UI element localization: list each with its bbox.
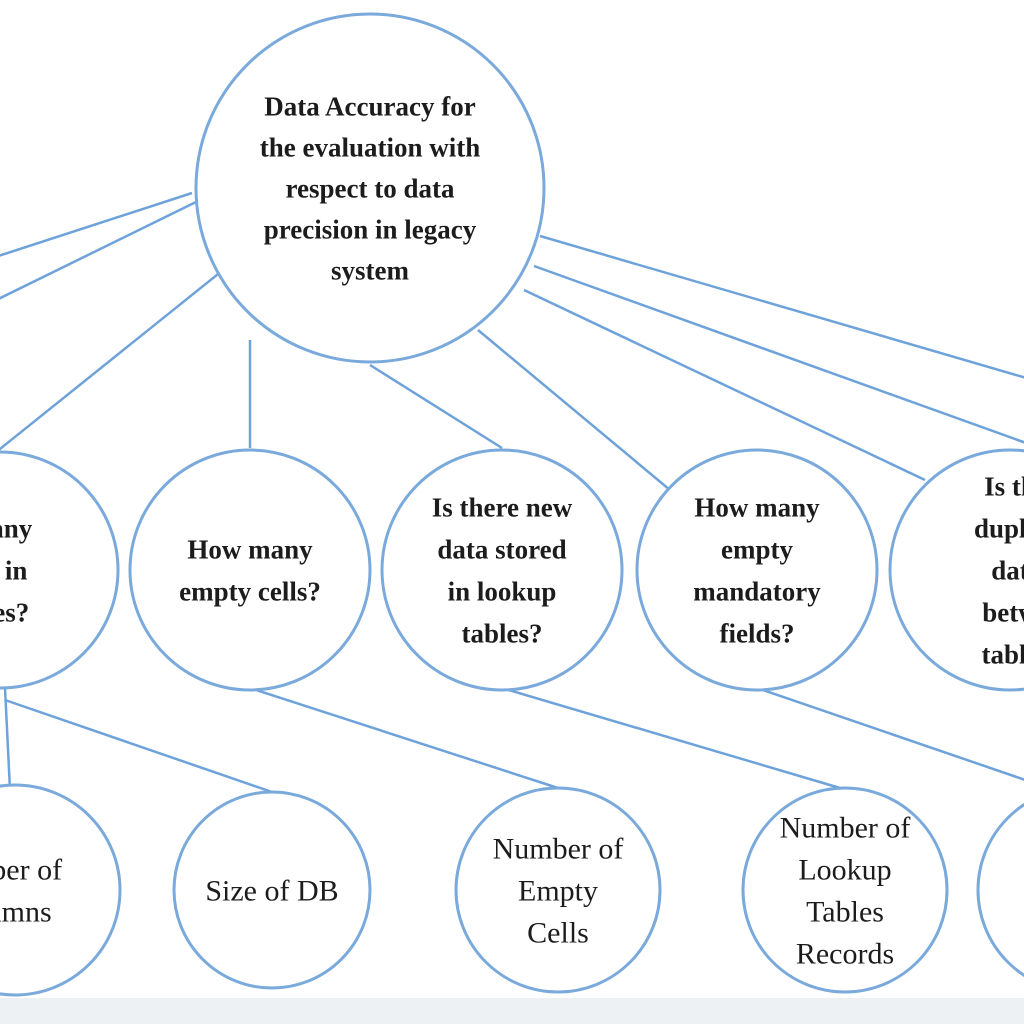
connector-line bbox=[0, 249, 249, 451]
metric-label-line: Empty bbox=[518, 875, 598, 908]
connector-line bbox=[523, 288, 926, 482]
question-label-line: ns in bbox=[0, 555, 27, 585]
metric-label-line: Records bbox=[796, 938, 894, 971]
connector-line bbox=[4, 698, 273, 794]
metric-node-m2: Size of DB bbox=[172, 790, 372, 990]
metric-node-m5: NM bbox=[976, 802, 1024, 978]
root-label-line: respect to data bbox=[286, 173, 455, 203]
question-label-line: How many bbox=[187, 534, 313, 564]
question-label-line: in lookup bbox=[448, 576, 557, 606]
question-circle bbox=[635, 448, 879, 692]
metric-node-m1: mber of lumns bbox=[0, 783, 122, 997]
question-label-line: bles? bbox=[0, 597, 29, 627]
connector-line bbox=[533, 264, 1024, 444]
question-label-line: Is th bbox=[984, 471, 1024, 501]
root-label-line: Data Accuracy for bbox=[264, 91, 475, 121]
question-node-q3: Is there new data stored in lookup tables? bbox=[380, 448, 624, 692]
metric-circle bbox=[976, 802, 1024, 978]
question-label-line: data stored bbox=[437, 534, 566, 564]
connector-line bbox=[249, 686, 559, 790]
root-label-line: precision in legacy bbox=[264, 214, 477, 244]
metric-label-line: Number of bbox=[493, 833, 624, 866]
question-label-line: empty bbox=[721, 534, 793, 564]
question-circle bbox=[888, 448, 1024, 692]
connector-line bbox=[756, 686, 1024, 781]
metric-circle bbox=[454, 786, 662, 994]
connector-line bbox=[501, 686, 841, 790]
question-label-line: empty cells? bbox=[179, 576, 321, 606]
question-circle bbox=[128, 448, 372, 692]
root-circle bbox=[194, 12, 546, 364]
metric-label-line: Number of bbox=[780, 812, 911, 845]
metric-circle bbox=[741, 786, 949, 994]
question-label-line: tables? bbox=[462, 618, 543, 648]
edges bbox=[0, 191, 1024, 794]
nodes: Data Accuracy for the evaluation with resp… bbox=[0, 12, 1024, 997]
question-node-q2: How many empty cells? bbox=[128, 448, 372, 692]
metric-label-line: lumns bbox=[0, 896, 52, 929]
root-label-line: the evaluation with bbox=[260, 132, 481, 162]
connector-line bbox=[539, 234, 1024, 379]
question-label-line: duplic bbox=[974, 513, 1024, 543]
connector-line bbox=[3, 687, 12, 791]
connector-line bbox=[477, 329, 671, 491]
question-circle bbox=[0, 450, 120, 690]
question-circle bbox=[380, 448, 624, 692]
question-node-q1: many ns in bles? bbox=[0, 450, 120, 690]
question-node-q5: Is th duplic dat betw table bbox=[888, 448, 1024, 692]
bottom-strip bbox=[0, 998, 1024, 1024]
question-node-q4: How many empty mandatory fields? bbox=[635, 448, 879, 692]
connector-line bbox=[0, 200, 197, 300]
metric-circle bbox=[0, 783, 122, 997]
question-label-line: many bbox=[0, 513, 33, 543]
question-label-line: betw bbox=[982, 597, 1024, 627]
question-label-line: table bbox=[982, 639, 1024, 669]
question-label-line: mandatory bbox=[693, 576, 821, 606]
connector-line bbox=[0, 191, 193, 257]
question-label-line: dat bbox=[991, 555, 1024, 585]
metric-circle bbox=[172, 790, 372, 990]
question-label-line: How many bbox=[694, 492, 820, 522]
metric-label-line: Size of DB bbox=[205, 875, 338, 908]
root-label-line: system bbox=[331, 255, 409, 285]
metric-label-line: Lookup bbox=[798, 854, 891, 887]
connector-line bbox=[369, 363, 503, 450]
metric-label-line: Cells bbox=[527, 917, 589, 950]
question-label-line: fields? bbox=[719, 618, 794, 648]
root-node-root: Data Accuracy for the evaluation with resp… bbox=[194, 12, 546, 364]
question-label-line: Is there new bbox=[432, 492, 573, 522]
metric-label-line: mber of bbox=[0, 854, 62, 887]
metric-label-line: Tables bbox=[806, 896, 884, 929]
